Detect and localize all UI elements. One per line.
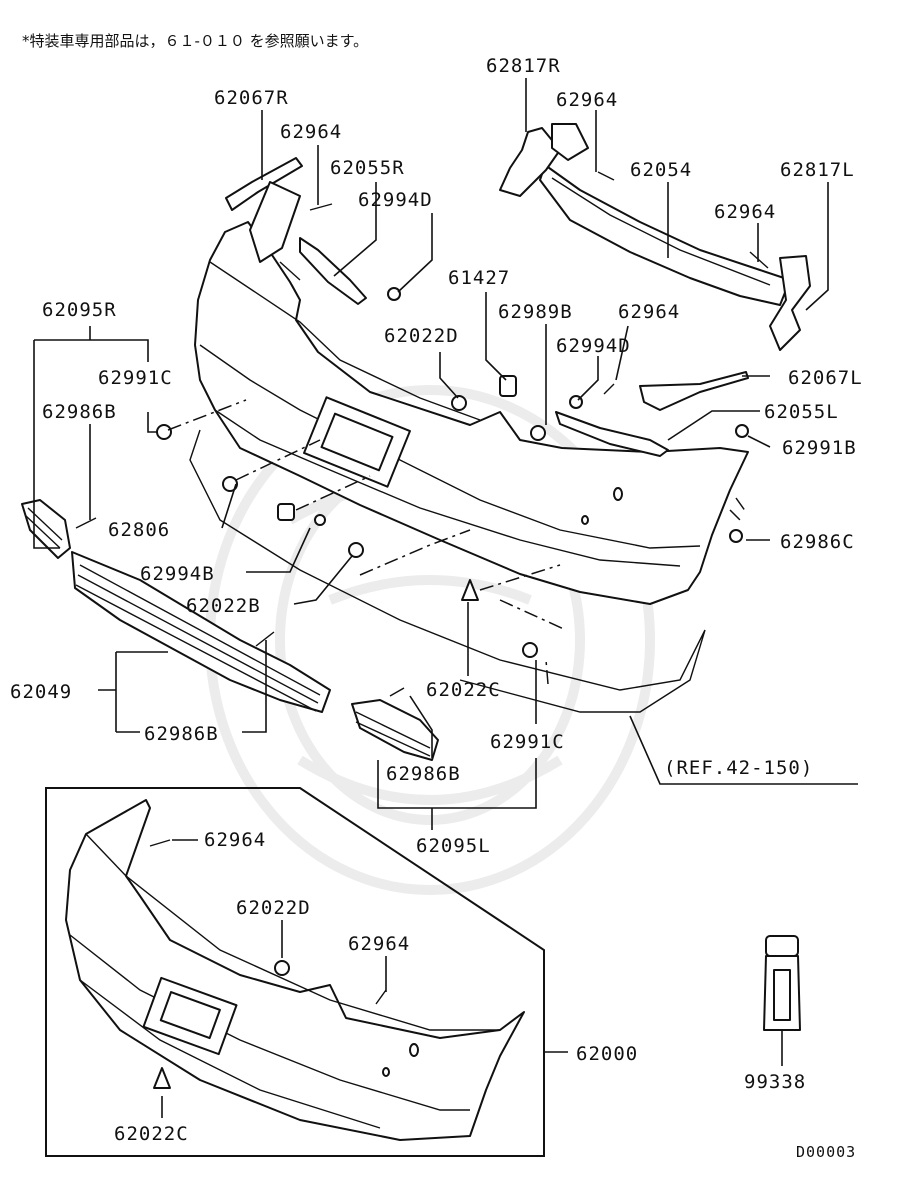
- label-62022C-b: 62022C: [114, 1123, 189, 1145]
- label-62817R: 62817R: [486, 55, 561, 77]
- label-61427: 61427: [448, 267, 510, 289]
- label-62964-a: 62964: [556, 89, 618, 111]
- label-62986B-c: 62986B: [386, 763, 461, 785]
- label-62055R: 62055R: [330, 157, 405, 179]
- assembly-frame: [45, 787, 545, 1157]
- label-ref-42-150: (REF.42-150): [664, 757, 813, 779]
- label-62964-d: 62964: [618, 301, 680, 323]
- right-fog-slats: [355, 711, 431, 757]
- label-62817L: 62817L: [780, 159, 855, 181]
- bracket-right-drawing: [499, 127, 561, 197]
- label-62964-b: 62964: [280, 121, 342, 143]
- label-62986B-a: 62986B: [42, 401, 117, 423]
- alignment-dashes: [167, 399, 747, 685]
- upper-leaders: [33, 78, 858, 830]
- label-62055L: 62055L: [764, 401, 839, 423]
- label-62022D-b: 62022D: [236, 897, 311, 919]
- label-62000: 62000: [576, 1043, 638, 1065]
- label-62964-f: 62964: [348, 933, 410, 955]
- label-62991C-b: 62991C: [490, 731, 565, 753]
- right-fog-cover-drawing: [351, 699, 439, 761]
- bumper-cover-drawing: [194, 221, 749, 605]
- label-62994B: 62994B: [140, 563, 215, 585]
- label-62964-c: 62964: [714, 201, 776, 223]
- label-62986C: 62986C: [780, 531, 855, 553]
- label-62991B: 62991B: [782, 437, 857, 459]
- strip-62055L: [555, 411, 669, 457]
- label-62095R: 62095R: [42, 299, 117, 321]
- lower-leaders: [161, 839, 568, 1118]
- strip-62067L: [639, 371, 749, 411]
- label-62986B-b: 62986B: [144, 723, 219, 745]
- label-62991C-a: 62991C: [98, 367, 173, 389]
- diagram-code: D00003: [796, 1143, 856, 1161]
- part-labels: 62817R 62964 62067R 62964 62055R 62054 6…: [10, 55, 863, 1145]
- assembled-bumper-drawing: [65, 799, 525, 1141]
- upper-reinforcement-drawing: [539, 164, 791, 306]
- lower-lip-reference: [189, 429, 706, 713]
- bracket-left-drawing: [769, 255, 811, 351]
- sealant-bottle-drawing: [763, 935, 801, 1066]
- label-62022C-a: 62022C: [426, 679, 501, 701]
- strip-62055R: [299, 237, 367, 305]
- label-99338: 99338: [744, 1071, 806, 1093]
- strip-62067R: [225, 157, 303, 211]
- side-marker-drawing: [249, 181, 301, 263]
- label-62994D-a: 62994D: [358, 189, 433, 211]
- label-62964-e: 62964: [204, 829, 266, 851]
- label-62994D-b: 62994D: [556, 335, 631, 357]
- label-62022B: 62022B: [186, 595, 261, 617]
- label-62095L: 62095L: [416, 835, 491, 857]
- header-note: *特装車専用部品は，６１-０１０ を参照願います。: [22, 32, 368, 50]
- label-62989B: 62989B: [498, 301, 573, 323]
- label-62067R: 62067R: [214, 87, 289, 109]
- label-62067L: 62067L: [788, 367, 863, 389]
- fastener-clips: [75, 171, 769, 697]
- label-62022D-a: 62022D: [384, 325, 459, 347]
- label-62806: 62806: [108, 519, 170, 541]
- label-62054: 62054: [630, 159, 692, 181]
- label-62049: 62049: [10, 681, 72, 703]
- bracket-right-clip: [551, 123, 589, 161]
